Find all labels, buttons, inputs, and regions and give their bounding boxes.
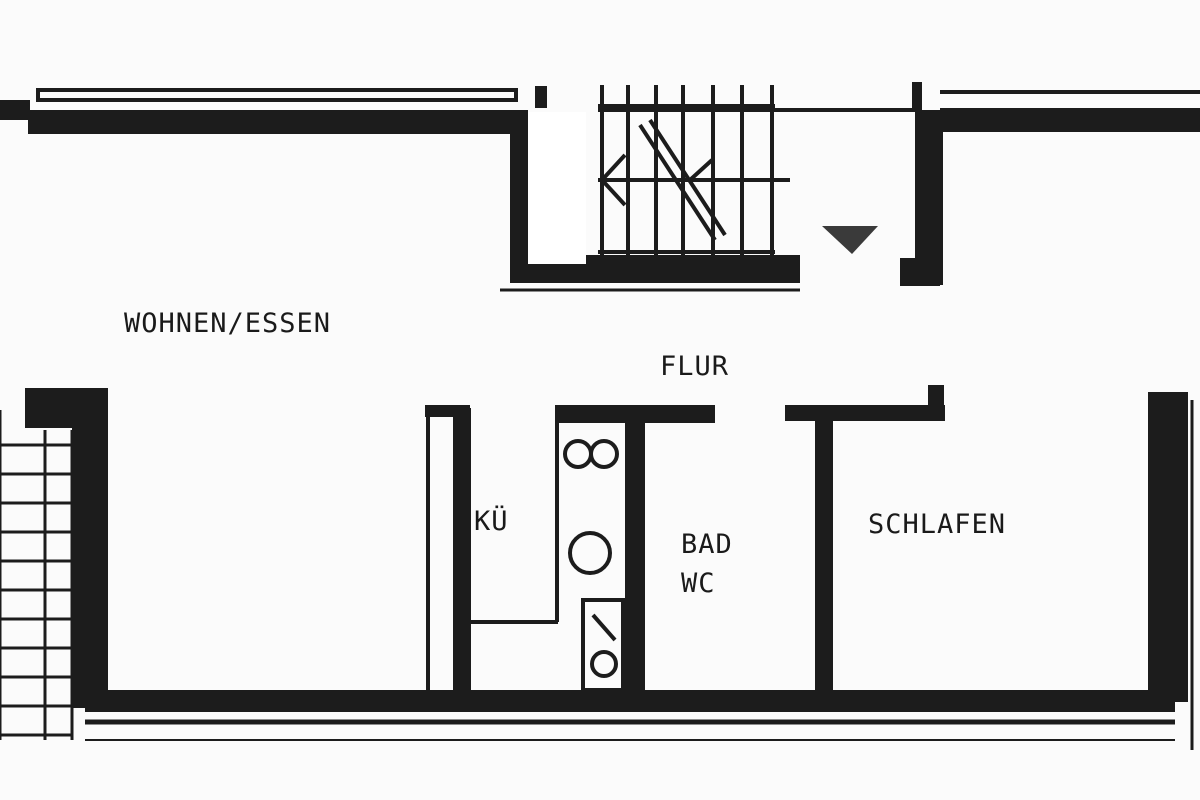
stove-icon (563, 439, 619, 469)
room-label-schlafen: SCHLAFEN (868, 509, 1007, 540)
appliance-icon (581, 598, 625, 692)
top-wall-left (0, 86, 547, 134)
room-label-flur: FLUR (660, 351, 730, 382)
room-label-wohnen-essen: WOHNEN/ESSEN (124, 308, 332, 339)
kitchen-walls (425, 405, 715, 696)
left-wall (0, 388, 108, 740)
room-label-kueche: KÜ (474, 506, 509, 537)
room-label-bad: BAD (681, 529, 733, 560)
top-wall-right (900, 82, 1200, 286)
entrance-arrow-icon (822, 226, 878, 254)
room-label-wc: WC (681, 568, 716, 599)
bottom-wall (85, 690, 1175, 741)
stairwell (500, 85, 915, 292)
bath-bedroom-walls (785, 385, 1194, 750)
sink-icon (568, 531, 612, 575)
